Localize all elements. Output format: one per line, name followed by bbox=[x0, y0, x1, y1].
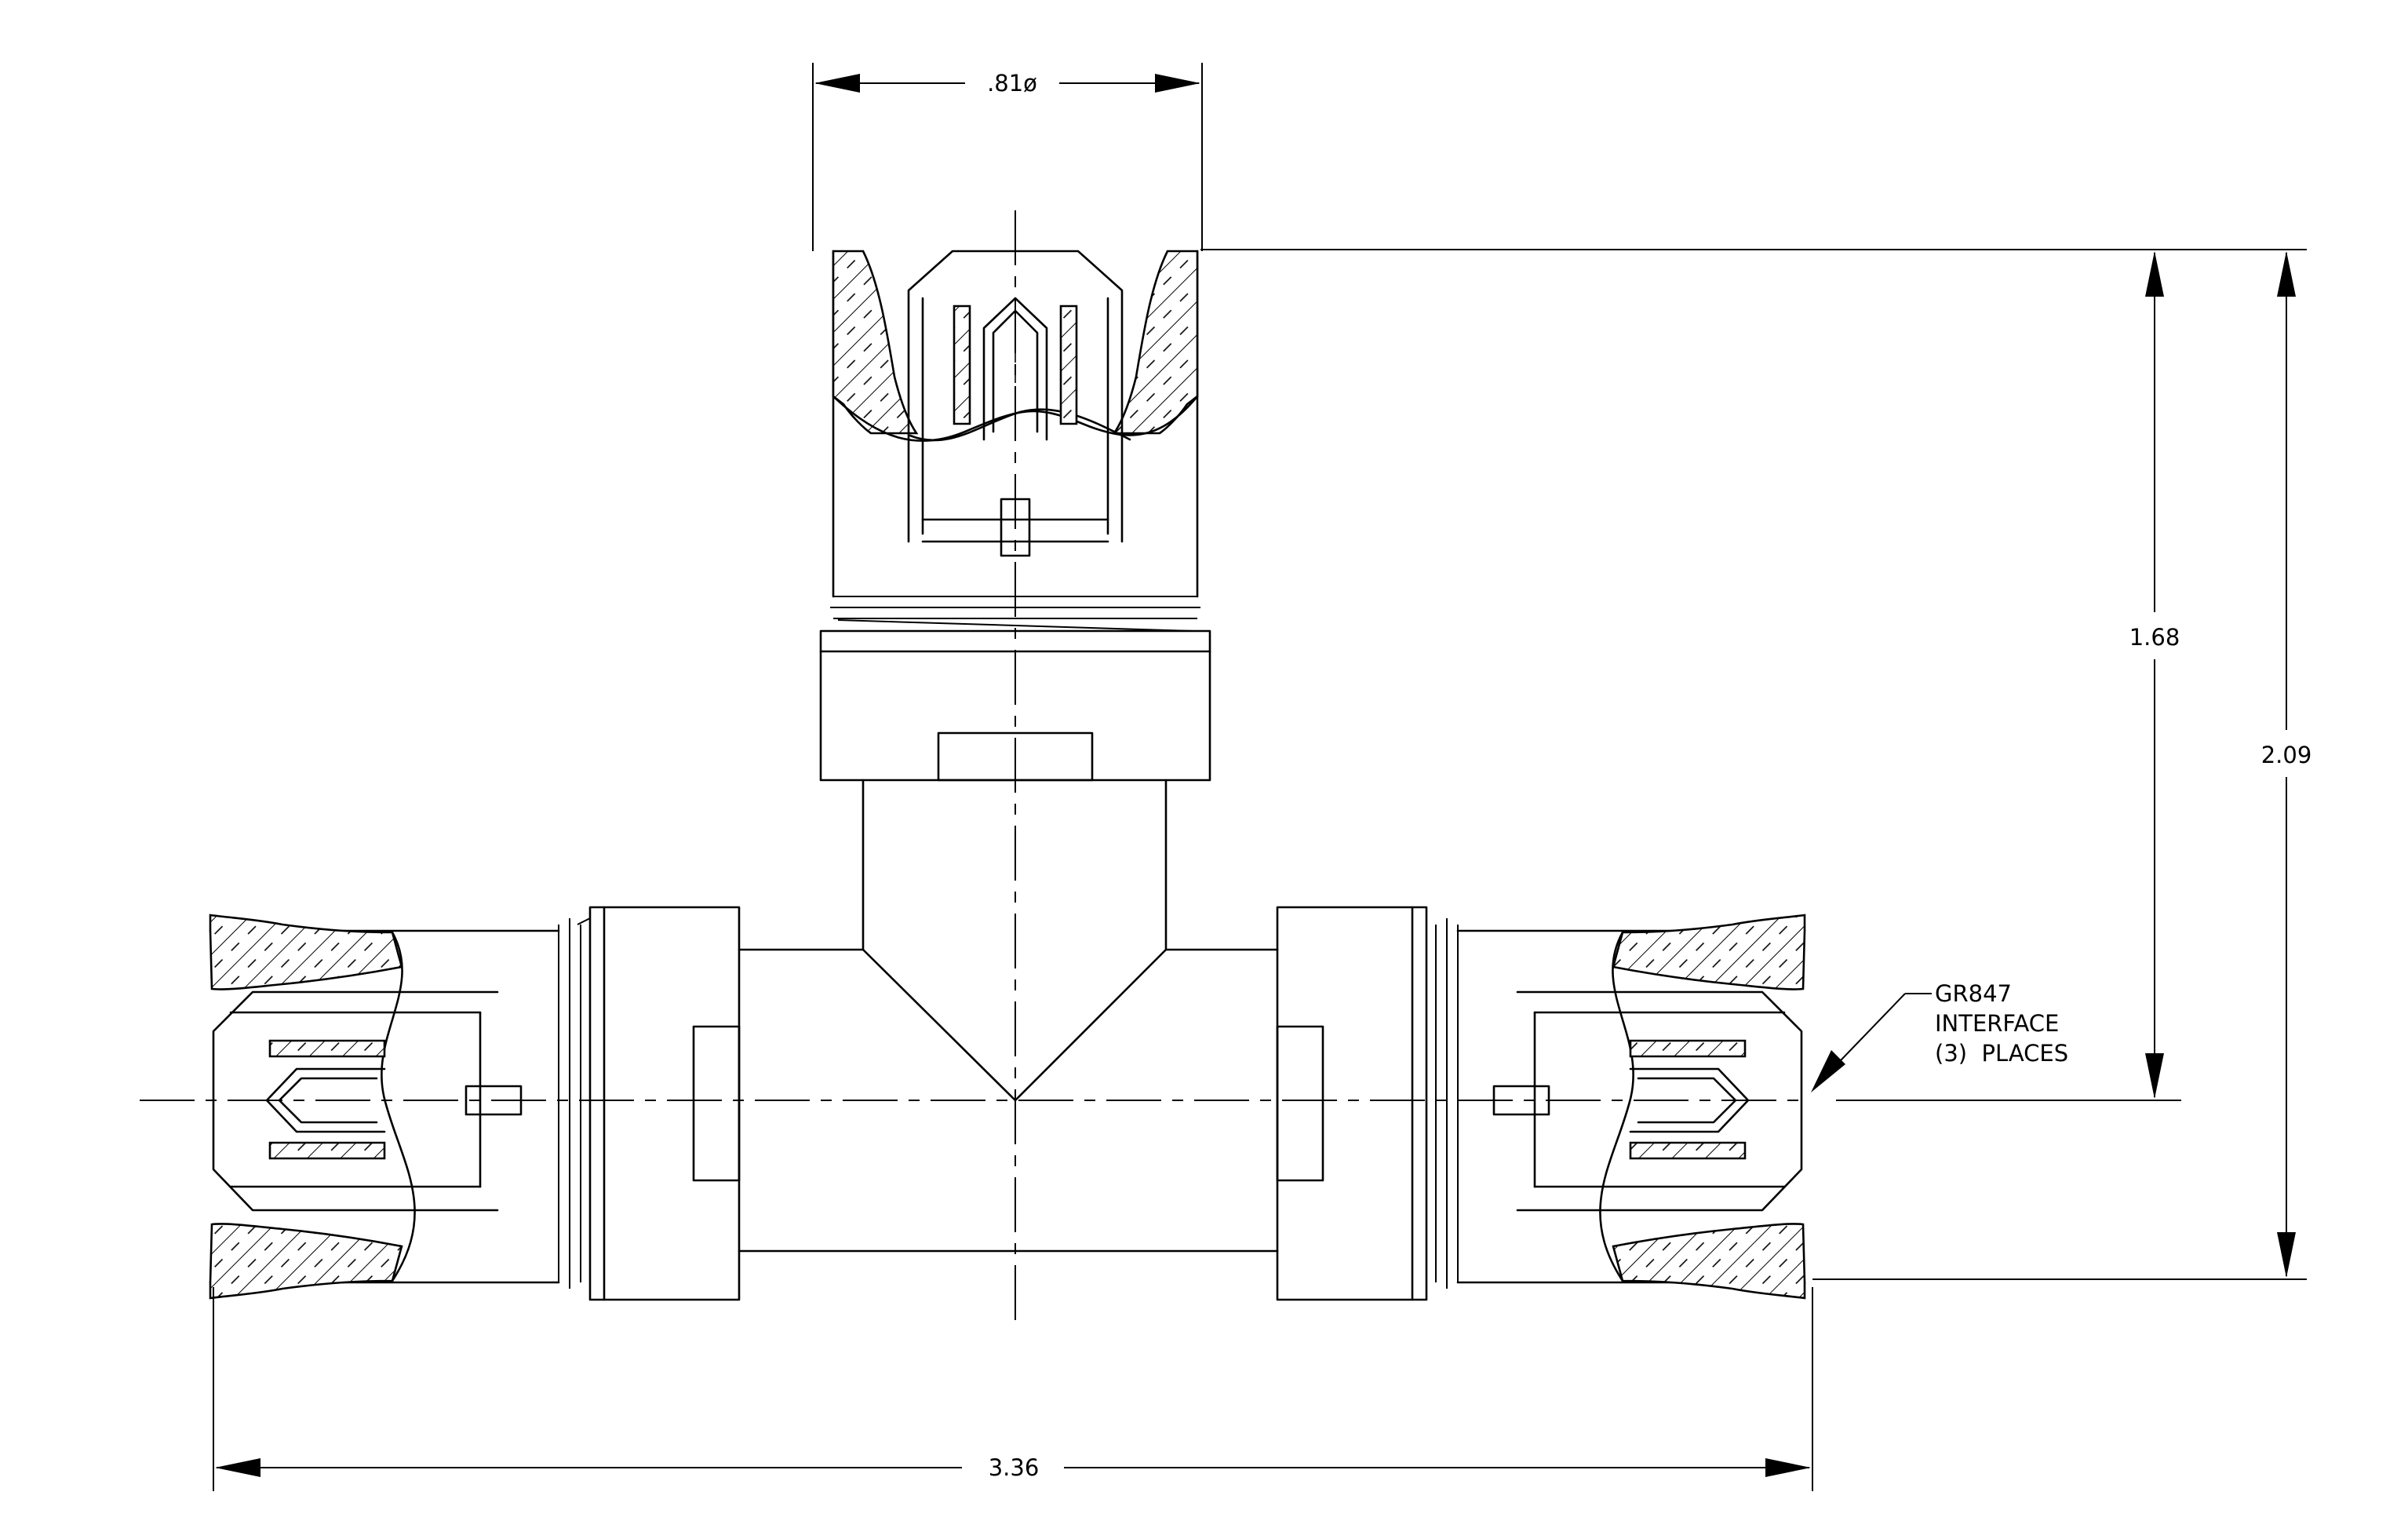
dim-height-overall-label: 2.09 bbox=[2261, 742, 2312, 768]
dim-width-overall: 3.36 bbox=[213, 1287, 1813, 1491]
right-key bbox=[1492, 1085, 1550, 1116]
note-line-3: (3) PLACES bbox=[1935, 1040, 2068, 1067]
tee-body bbox=[738, 948, 1279, 1253]
dim-height-inner-label: 1.68 bbox=[2129, 624, 2180, 651]
note-line-1: GR847 bbox=[1935, 980, 2012, 1007]
top-key bbox=[1000, 498, 1031, 557]
top-connector bbox=[819, 250, 1211, 951]
dim-top-diameter: .81ø bbox=[812, 63, 1203, 251]
dim-height-inner: 1.68 bbox=[1200, 249, 2307, 1101]
interface-note: GR847 INTERFACE (3) PLACES bbox=[1811, 980, 2068, 1092]
left-connector bbox=[209, 906, 741, 1301]
right-wrench-flat bbox=[1276, 1025, 1324, 1182]
dim-top-diameter-label: .81ø bbox=[987, 70, 1037, 97]
right-connector bbox=[1276, 906, 1806, 1301]
left-wrench-flat bbox=[692, 1025, 741, 1182]
note-line-2: INTERFACE bbox=[1935, 1010, 2059, 1037]
dim-width-overall-label: 3.36 bbox=[989, 1454, 1040, 1481]
dim-height-overall: 2.09 bbox=[1812, 251, 2312, 1280]
top-wrench-flat bbox=[937, 731, 1094, 782]
left-key bbox=[464, 1085, 523, 1116]
centerlines bbox=[140, 210, 1805, 1326]
